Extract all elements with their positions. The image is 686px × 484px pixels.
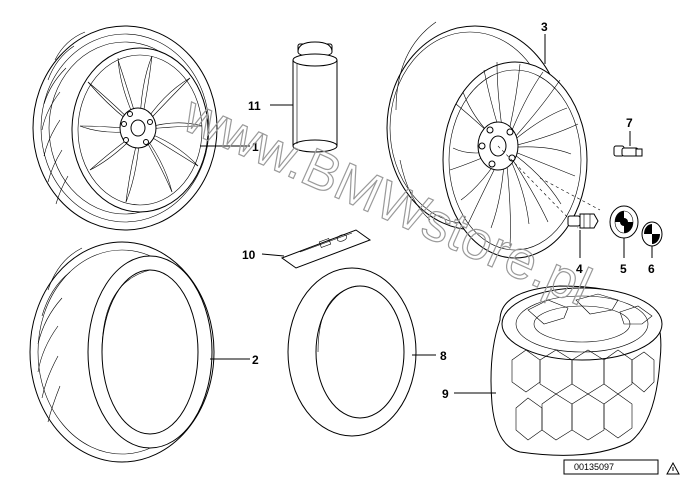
callout-7: 7 [626, 116, 633, 130]
alloy-rim [386, 21, 601, 259]
hub-cap [609, 205, 639, 239]
leader-lines [200, 34, 653, 394]
callout-4: 4 [576, 262, 583, 276]
repair-sealant-strip [280, 229, 372, 269]
warning-triangle-icon [666, 461, 680, 475]
rim-band [287, 267, 417, 437]
callout-8: 8 [440, 349, 447, 363]
callout-6: 6 [648, 262, 655, 276]
reference-box: 00135097 [563, 459, 659, 475]
callout-2: 2 [252, 353, 259, 367]
complete-wheel-with-tire [32, 25, 218, 231]
callout-5: 5 [620, 262, 627, 276]
callout-labels: 1 2 3 4 5 6 7 8 9 10 11 [242, 20, 655, 401]
snow-chain [490, 285, 663, 456]
emblem [641, 221, 663, 247]
callout-1: 1 [252, 140, 259, 154]
wheel-bolt [567, 213, 599, 229]
callout-3: 3 [541, 20, 548, 34]
callout-11: 11 [248, 99, 261, 113]
tire-valve [613, 145, 643, 157]
callout-9: 9 [442, 387, 449, 401]
spray-can [292, 41, 338, 153]
tire [29, 241, 215, 463]
callout-10: 10 [242, 248, 256, 262]
reference-number: 00135097 [574, 462, 614, 472]
